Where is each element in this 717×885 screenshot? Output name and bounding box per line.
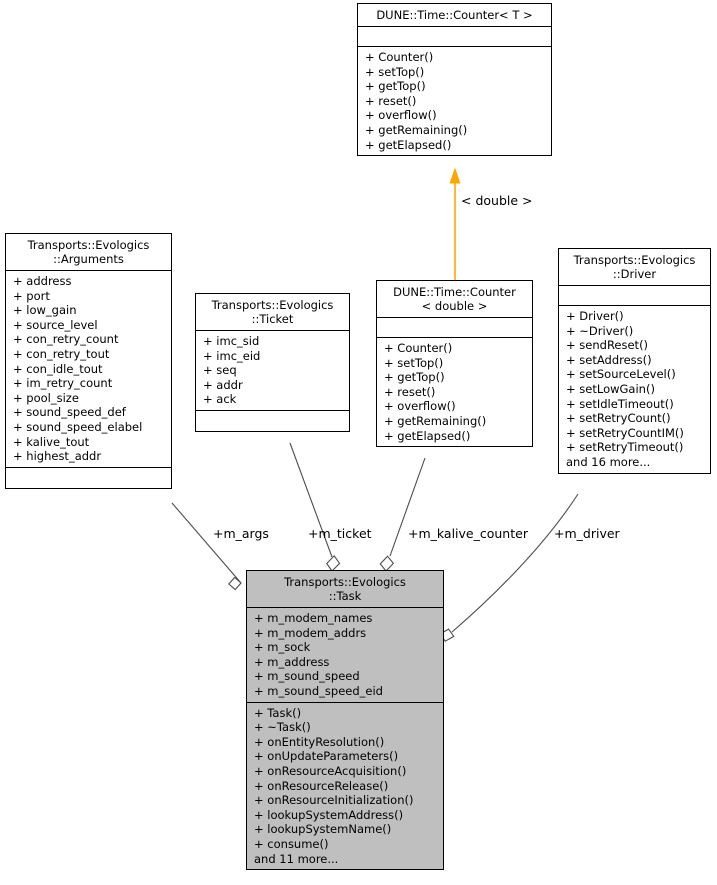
- member-row: + ~Driver(): [566, 323, 634, 338]
- member-row: + onUpdateParameters(): [254, 749, 399, 764]
- member-row: + ~Task(): [254, 720, 311, 735]
- class-box-counter-double[interactable]: DUNE::Time::Counter < double > + Counter…: [376, 280, 533, 448]
- class-operations-counter-double: + Counter() + setTop() + getTop() + rese…: [377, 338, 532, 446]
- class-title-arguments: Transports::Evologics ::Arguments: [6, 234, 171, 271]
- class-title-counter-template: DUNE::Time::Counter< T >: [358, 4, 551, 27]
- member-row: + address: [13, 274, 72, 288]
- class-operations-ticket: [196, 411, 349, 431]
- member-row: + addr: [203, 377, 243, 392]
- member-row: + setTop(): [365, 64, 425, 79]
- member-row: + con_idle_tout: [13, 361, 103, 376]
- member-row: + sound_speed_elabel: [13, 419, 143, 434]
- member-row: + low_gain: [13, 303, 77, 318]
- member-row: + Counter(): [384, 341, 453, 355]
- member-row: and 16 more...: [566, 454, 651, 469]
- class-title-counter-double: DUNE::Time::Counter < double >: [377, 281, 532, 318]
- member-row: + setTop(): [384, 355, 444, 370]
- member-row: + highest_addr: [13, 449, 102, 464]
- class-title-driver: Transports::Evologics ::Driver: [559, 249, 710, 286]
- member-row: + overflow(): [384, 399, 456, 414]
- member-row: + Driver(): [566, 309, 624, 323]
- member-row: + lookupSystemAddress(): [254, 807, 404, 822]
- member-row: + setRetryCount(): [566, 411, 671, 426]
- member-row: + ack: [203, 392, 237, 407]
- member-row: + reset(): [384, 384, 436, 399]
- member-row: + setLowGain(): [566, 381, 655, 396]
- member-row: + getElapsed(): [384, 428, 471, 443]
- class-attributes-counter-double: [377, 318, 532, 338]
- member-row: + getRemaining(): [384, 413, 487, 428]
- aggregation-edge-m-args: [171, 502, 242, 591]
- member-row: + setSourceLevel(): [566, 367, 676, 382]
- class-attributes-arguments: + address + port + low_gain + source_lev…: [6, 271, 171, 468]
- member-row: + setRetryTimeout(): [566, 440, 684, 455]
- member-row: + lookupSystemName(): [254, 822, 392, 837]
- member-row: + sound_speed_def: [13, 405, 126, 420]
- member-row: + m_sound_speed: [254, 669, 360, 684]
- edge-label-m-args: +m_args: [213, 526, 269, 541]
- member-row: + im_retry_count: [13, 376, 113, 391]
- class-attributes-counter-template: [358, 27, 551, 47]
- member-row: + getTop(): [384, 370, 445, 385]
- member-row: + getElapsed(): [365, 137, 452, 152]
- member-row: + con_retry_count: [13, 332, 119, 347]
- member-row: + kalive_tout: [13, 434, 90, 449]
- member-row: + Counter(): [365, 50, 434, 64]
- member-row: + sendReset(): [566, 338, 649, 353]
- class-attributes-task: + m_modem_names + m_modem_addrs + m_sock…: [247, 608, 443, 703]
- member-row: + setAddress(): [566, 352, 652, 367]
- member-row: + onResourceInitialization(): [254, 793, 414, 808]
- class-attributes-ticket: + imc_sid + imc_eid + seq + addr + ack: [196, 331, 349, 411]
- class-box-ticket[interactable]: Transports::Evologics ::Ticket + imc_sid…: [195, 293, 350, 432]
- class-operations-task: + Task() + ~Task() + onEntityResolution(…: [247, 703, 443, 870]
- edge-label-m-driver: +m_driver: [554, 526, 620, 541]
- aggregation-edge-m-kalive-counter: [379, 457, 426, 572]
- class-box-task[interactable]: Transports::Evologics ::Task + m_modem_n…: [246, 570, 444, 871]
- member-row: + source_level: [13, 317, 98, 332]
- member-row: + m_address: [254, 654, 330, 669]
- class-box-driver[interactable]: Transports::Evologics ::Driver + Driver(…: [558, 248, 711, 474]
- member-row: + m_modem_addrs: [254, 625, 367, 640]
- member-row: + seq: [203, 363, 237, 378]
- member-row: + con_retry_tout: [13, 346, 110, 361]
- template-binding-label: < double >: [461, 193, 533, 208]
- member-row: + imc_sid: [203, 334, 260, 348]
- member-row: + m_sock: [254, 640, 311, 655]
- edge-label-m-ticket: +m_ticket: [308, 526, 372, 541]
- member-row: + setRetryCountIM(): [566, 425, 684, 440]
- class-operations-counter-template: + Counter() + setTop() + getTop() + rese…: [358, 47, 551, 155]
- member-row: + imc_eid: [203, 348, 261, 363]
- member-row: + port: [13, 288, 50, 303]
- class-operations-driver: + Driver() + ~Driver() + sendReset() + s…: [559, 306, 710, 473]
- member-row: + overflow(): [365, 108, 437, 123]
- member-row: + getTop(): [365, 79, 426, 94]
- class-title-ticket: Transports::Evologics ::Ticket: [196, 294, 349, 331]
- class-box-counter-template[interactable]: DUNE::Time::Counter< T > + Counter() + s…: [357, 3, 552, 157]
- aggregation-edge-m-driver: [439, 493, 579, 642]
- member-row: + m_modem_names: [254, 611, 373, 625]
- member-row: + setIdleTimeout(): [566, 396, 674, 411]
- member-row: + Task(): [254, 705, 302, 720]
- member-row: + reset(): [365, 93, 417, 108]
- aggregation-edge-m-ticket: [289, 442, 341, 572]
- class-operations-arguments: [6, 468, 171, 488]
- class-title-task: Transports::Evologics ::Task: [247, 571, 443, 608]
- class-attributes-driver: [559, 286, 710, 306]
- member-row: + getRemaining(): [365, 122, 468, 137]
- member-row: + onResourceAcquisition(): [254, 763, 407, 778]
- class-box-arguments[interactable]: Transports::Evologics ::Arguments + addr…: [5, 233, 172, 489]
- edge-label-m-kalive-counter: +m_kalive_counter: [408, 526, 528, 541]
- member-row: and 11 more...: [254, 851, 339, 866]
- member-row: + m_sound_speed_eid: [254, 683, 383, 698]
- member-row: + onResourceRelease(): [254, 778, 389, 793]
- member-row: + consume(): [254, 836, 329, 851]
- member-row: + onEntityResolution(): [254, 734, 385, 749]
- member-row: + pool_size: [13, 390, 79, 405]
- inheritance-edge-counter-double-to-counter-t: [449, 167, 461, 280]
